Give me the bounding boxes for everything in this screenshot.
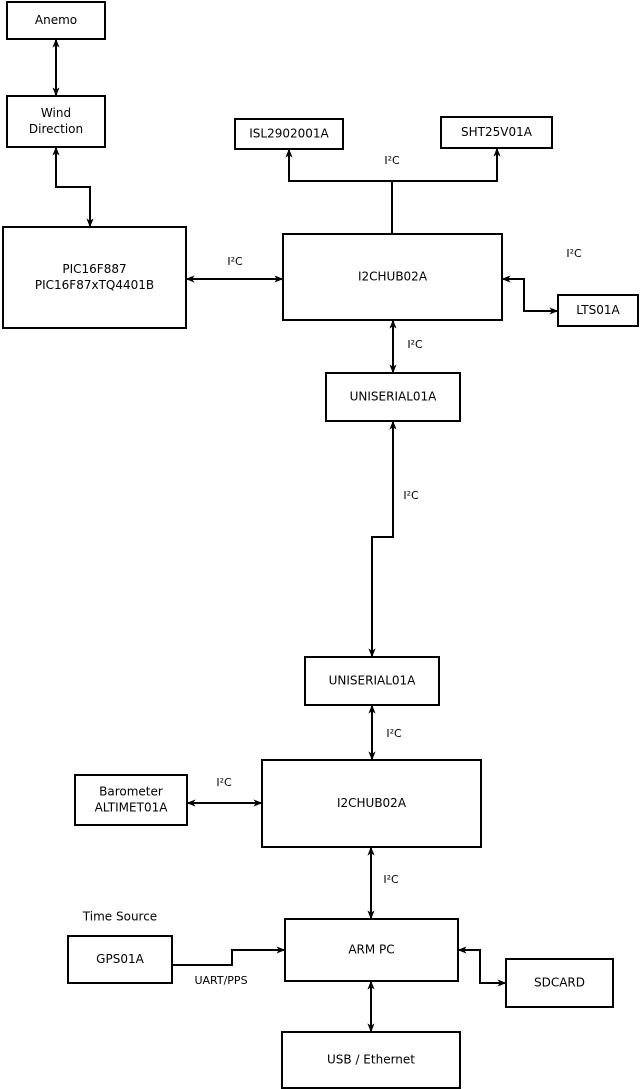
- edge-label: I²C: [227, 255, 243, 268]
- node-uniserial-up[interactable]: UNISERIAL01A: [325, 372, 461, 422]
- edge-uniserial-hub-bot: I²C: [368, 704, 402, 761]
- node-box[interactable]: [74, 774, 188, 826]
- edge-line: [501, 275, 559, 315]
- node-label-line: ISL2902001A: [249, 127, 329, 141]
- node-label-line: I2CHUB02A: [337, 796, 407, 810]
- node-gps[interactable]: GPS01A: [67, 935, 173, 984]
- node-label-line: Wind: [41, 106, 71, 120]
- node-box[interactable]: [304, 656, 440, 706]
- node-isl[interactable]: ISL2902001A: [234, 118, 344, 150]
- edge-barometer-hub: I²C: [186, 776, 263, 807]
- node-anemo[interactable]: Anemo: [6, 1, 106, 40]
- node-box[interactable]: [234, 118, 344, 150]
- node-hub-top[interactable]: I2CHUB02A: [282, 233, 503, 321]
- node-box[interactable]: [325, 372, 461, 422]
- node-box[interactable]: [557, 294, 639, 327]
- edge-label: UART/PPS: [194, 974, 247, 987]
- edge-label: I²C: [384, 154, 400, 167]
- node-box[interactable]: [284, 918, 459, 982]
- edge-hub-bot-armpc: I²C: [367, 846, 399, 920]
- node-box[interactable]: [505, 958, 614, 1008]
- edge-line: [391, 147, 501, 234]
- edge-label: I²C: [383, 873, 399, 886]
- edge-line: [172, 946, 286, 966]
- node-box[interactable]: [282, 233, 503, 321]
- free-labels-layer: Time Source: [82, 910, 157, 924]
- node-label-line: GPS01A: [96, 952, 144, 966]
- node-box[interactable]: [6, 95, 106, 148]
- node-label-line: SDCARD: [534, 976, 585, 990]
- node-label-line: USB / Ethernet: [327, 1053, 415, 1067]
- node-label-line: PIC16F887: [62, 262, 126, 276]
- node-box[interactable]: [2, 226, 187, 329]
- node-uniserial-lo[interactable]: UNISERIAL01A: [304, 656, 440, 706]
- node-sht[interactable]: SHT25V01A: [440, 116, 553, 149]
- edge-label: I²C: [403, 489, 419, 502]
- node-label-line: Barometer: [99, 785, 163, 799]
- node-label-line: ALTIMET01A: [95, 801, 169, 815]
- node-hub-bot[interactable]: I2CHUB02A: [261, 759, 482, 848]
- edge-label: I²C: [407, 338, 423, 351]
- node-lts[interactable]: LTS01A: [557, 294, 639, 327]
- node-box[interactable]: [440, 116, 553, 149]
- edge-pic-hub-top: I²C: [185, 255, 284, 283]
- node-label-line: ARM PC: [348, 943, 394, 957]
- node-box[interactable]: [261, 759, 482, 848]
- edge-line: [52, 146, 94, 228]
- edge-armpc-sdcard: [457, 946, 507, 987]
- edges-layer: I²C I²C I²C I²C I²C I²C I²C I²C UART/PPS: [52, 38, 582, 1033]
- edge-label: I²C: [216, 776, 232, 789]
- node-box[interactable]: [67, 935, 173, 984]
- edge-label: I²C: [386, 727, 402, 740]
- edge-line: [368, 420, 397, 658]
- node-label-line: Anemo: [35, 13, 77, 27]
- node-label-line: I2CHUB02A: [358, 270, 428, 284]
- node-armpc[interactable]: ARM PC: [284, 918, 459, 982]
- edge-label: I²C: [566, 247, 582, 260]
- edge-line: [285, 148, 393, 234]
- edge-gps-armpc: UART/PPS: [172, 946, 286, 987]
- node-box[interactable]: [281, 1031, 461, 1089]
- node-box[interactable]: [6, 1, 106, 40]
- edge-line: [457, 946, 507, 987]
- node-label-line: PIC16F87xTQ4401B: [35, 278, 154, 292]
- node-label-line: UNISERIAL01A: [329, 674, 417, 688]
- edge-hub-top-lts: I²C: [501, 247, 582, 315]
- node-label-line: LTS01A: [576, 303, 620, 317]
- node-label-line: SHT25V01A: [461, 125, 533, 139]
- node-label-line: UNISERIAL01A: [350, 390, 438, 404]
- node-label-line: Direction: [29, 122, 83, 136]
- edge-uniserial-link: I²C: [368, 420, 419, 658]
- edge-hub-top-sht: [391, 147, 501, 234]
- node-usbeth[interactable]: USB / Ethernet: [281, 1031, 461, 1089]
- edge-hub-top-isl: I²C: [285, 148, 400, 234]
- edge-hub-top-uniserial: I²C: [389, 319, 423, 374]
- free-label-time-source: Time Source: [82, 910, 157, 924]
- node-sdcard[interactable]: SDCARD: [505, 958, 614, 1008]
- edge-pic-wind: [52, 146, 94, 228]
